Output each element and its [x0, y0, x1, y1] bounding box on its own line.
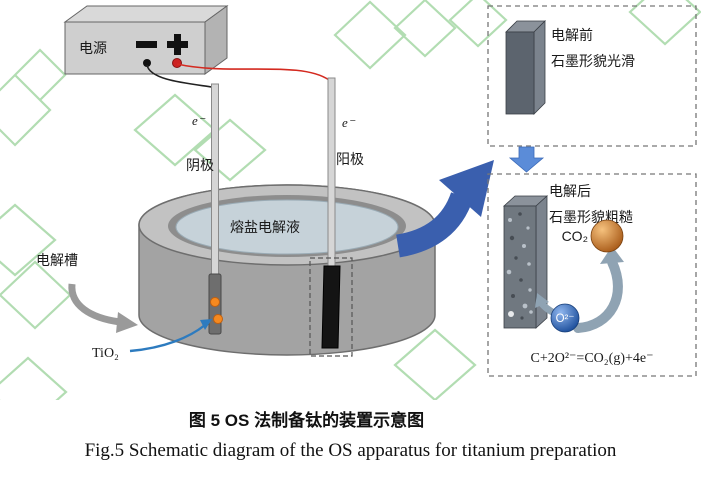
anode-highlight-box — [309, 257, 353, 357]
cathode-wire — [146, 64, 213, 88]
co2-sphere — [590, 219, 624, 253]
before-line2: 石墨形貌光滑 — [551, 53, 635, 69]
tank-label: 电解槽 — [36, 252, 78, 268]
cathode-electron-label: e⁻ — [192, 113, 206, 128]
reaction-equation: C+2O²⁻=CO₂(g)+4e⁻ — [531, 351, 654, 366]
cathode-label: 阴极 — [186, 157, 214, 173]
electrolysis-tank — [138, 184, 436, 356]
figure-caption-en: Fig.5 Schematic diagram of the OS appara… — [84, 440, 617, 461]
power-supply: 电源 — [63, 5, 229, 75]
rough-graphite-front — [503, 205, 537, 329]
negative-terminal — [143, 59, 151, 67]
panel-down-arrow — [508, 146, 545, 173]
anode-electron-label: e⁻ — [342, 115, 356, 130]
tio2-label: TiO₂ — [92, 346, 119, 361]
before-panel-border — [487, 5, 697, 147]
figure-caption-zh: 图 5 OS 法制备钛的装置示意图 — [188, 411, 425, 430]
after-line2: 石墨形貌粗糙 — [549, 209, 633, 225]
graphite-anode-plate — [321, 265, 341, 349]
molten-salt-surface — [175, 199, 399, 255]
co2-label: CO₂ — [562, 228, 588, 244]
detail-arrow — [395, 160, 494, 258]
minus-symbol — [136, 41, 157, 48]
electrolyte-label: 熔盐电解液 — [230, 219, 300, 235]
before-line1: 电解前 — [551, 27, 593, 43]
cathode-rod — [211, 83, 219, 277]
tio2-pointer-arrow — [129, 319, 212, 353]
tio2-pellet — [210, 297, 220, 307]
power-supply-top — [63, 5, 229, 23]
before-panel: 电解前 石墨形貌光滑 — [487, 5, 697, 147]
tio2-pellet — [213, 314, 223, 324]
apparatus-diagram: 电源 e⁻ e⁻ 阴极 阳极 熔盐电解 — [0, 0, 701, 400]
after-line1: 电解后 — [549, 183, 591, 199]
after-panel-border — [487, 173, 697, 377]
smooth-graphite-front — [505, 31, 535, 115]
anode-rod — [327, 77, 336, 269]
plus-symbol — [167, 34, 188, 55]
o2-label: O²⁻ — [556, 313, 575, 325]
anode-electrode — [309, 77, 353, 357]
smooth-graphite-side — [533, 20, 546, 115]
after-panel: 电解后 石墨形貌粗糙 CO₂ — [487, 173, 697, 377]
anode-wire — [176, 63, 330, 81]
positive-terminal — [172, 58, 182, 68]
anode-label: 阳极 — [336, 151, 364, 167]
reaction-flow-arrow — [535, 246, 624, 333]
rough-surface-speckles — [506, 212, 533, 320]
o2-sphere — [550, 303, 580, 333]
tank-pointer-arrow — [68, 283, 138, 333]
power-supply-label: 电源 — [79, 40, 107, 56]
